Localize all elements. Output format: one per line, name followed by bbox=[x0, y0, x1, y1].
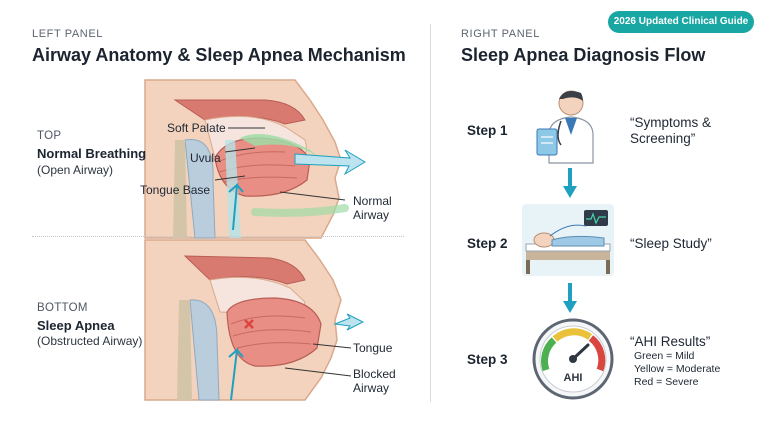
tongue-annotation: Tongue bbox=[353, 341, 393, 355]
top-section-title: Normal Breathing bbox=[37, 146, 147, 161]
bottom-section-title: Sleep Apnea bbox=[37, 318, 115, 333]
soft-palate-annotation: Soft Palate bbox=[167, 121, 226, 135]
section-separator bbox=[32, 236, 404, 237]
gauge-label: AHI bbox=[563, 372, 583, 384]
step-1-text-line1: “Symptoms & bbox=[630, 115, 712, 130]
right-panel-tag: RIGHT PANEL bbox=[461, 28, 540, 40]
step-2-text: “Sleep Study” bbox=[630, 236, 712, 251]
top-section-subtitle: (Open Airway) bbox=[37, 163, 114, 177]
blocked-airway-annotation-line2: Airway bbox=[353, 381, 390, 395]
left-panel-tag: LEFT PANEL bbox=[32, 28, 104, 40]
flow-arrow-1-icon bbox=[563, 168, 577, 198]
legend-severe: Red = Severe bbox=[634, 376, 699, 388]
tongue-base-annotation: Tongue Base bbox=[140, 183, 211, 197]
step-1-text-line2: Screening” bbox=[630, 131, 696, 146]
obstructed-airway-illustration bbox=[144, 239, 365, 401]
ahi-gauge-icon bbox=[532, 318, 614, 400]
doctor-icon bbox=[536, 90, 594, 164]
normal-airway-annotation-line1: Normal bbox=[353, 194, 392, 208]
panel-divider bbox=[430, 24, 431, 402]
bottom-section-label: BOTTOM bbox=[37, 302, 88, 314]
clinical-guide-badge: 2026 Updated Clinical Guide bbox=[608, 11, 754, 33]
step-1-label: Step 1 bbox=[467, 123, 508, 138]
normal-airway-annotation-line2: Airway bbox=[353, 208, 390, 222]
blocked-airway-annotation-line1: Blocked bbox=[353, 367, 396, 381]
left-panel-title: Airway Anatomy & Sleep Apnea Mechanism bbox=[32, 45, 406, 65]
right-panel-title: Sleep Apnea Diagnosis Flow bbox=[461, 45, 706, 65]
bottom-section-subtitle: (Obstructed Airway) bbox=[37, 334, 143, 348]
step-3-label: Step 3 bbox=[467, 352, 508, 367]
sleep-study-icon bbox=[522, 204, 614, 276]
legend-moderate: Yellow = Moderate bbox=[634, 363, 721, 375]
top-section-label: TOP bbox=[37, 130, 62, 142]
legend-mild: Green = Mild bbox=[634, 350, 695, 362]
step-2-label: Step 2 bbox=[467, 236, 508, 251]
uvula-annotation: Uvula bbox=[190, 151, 221, 165]
step-3-text: “AHI Results” bbox=[630, 334, 711, 349]
flow-arrow-2-icon bbox=[563, 283, 577, 313]
normal-airway-illustration bbox=[144, 79, 366, 239]
